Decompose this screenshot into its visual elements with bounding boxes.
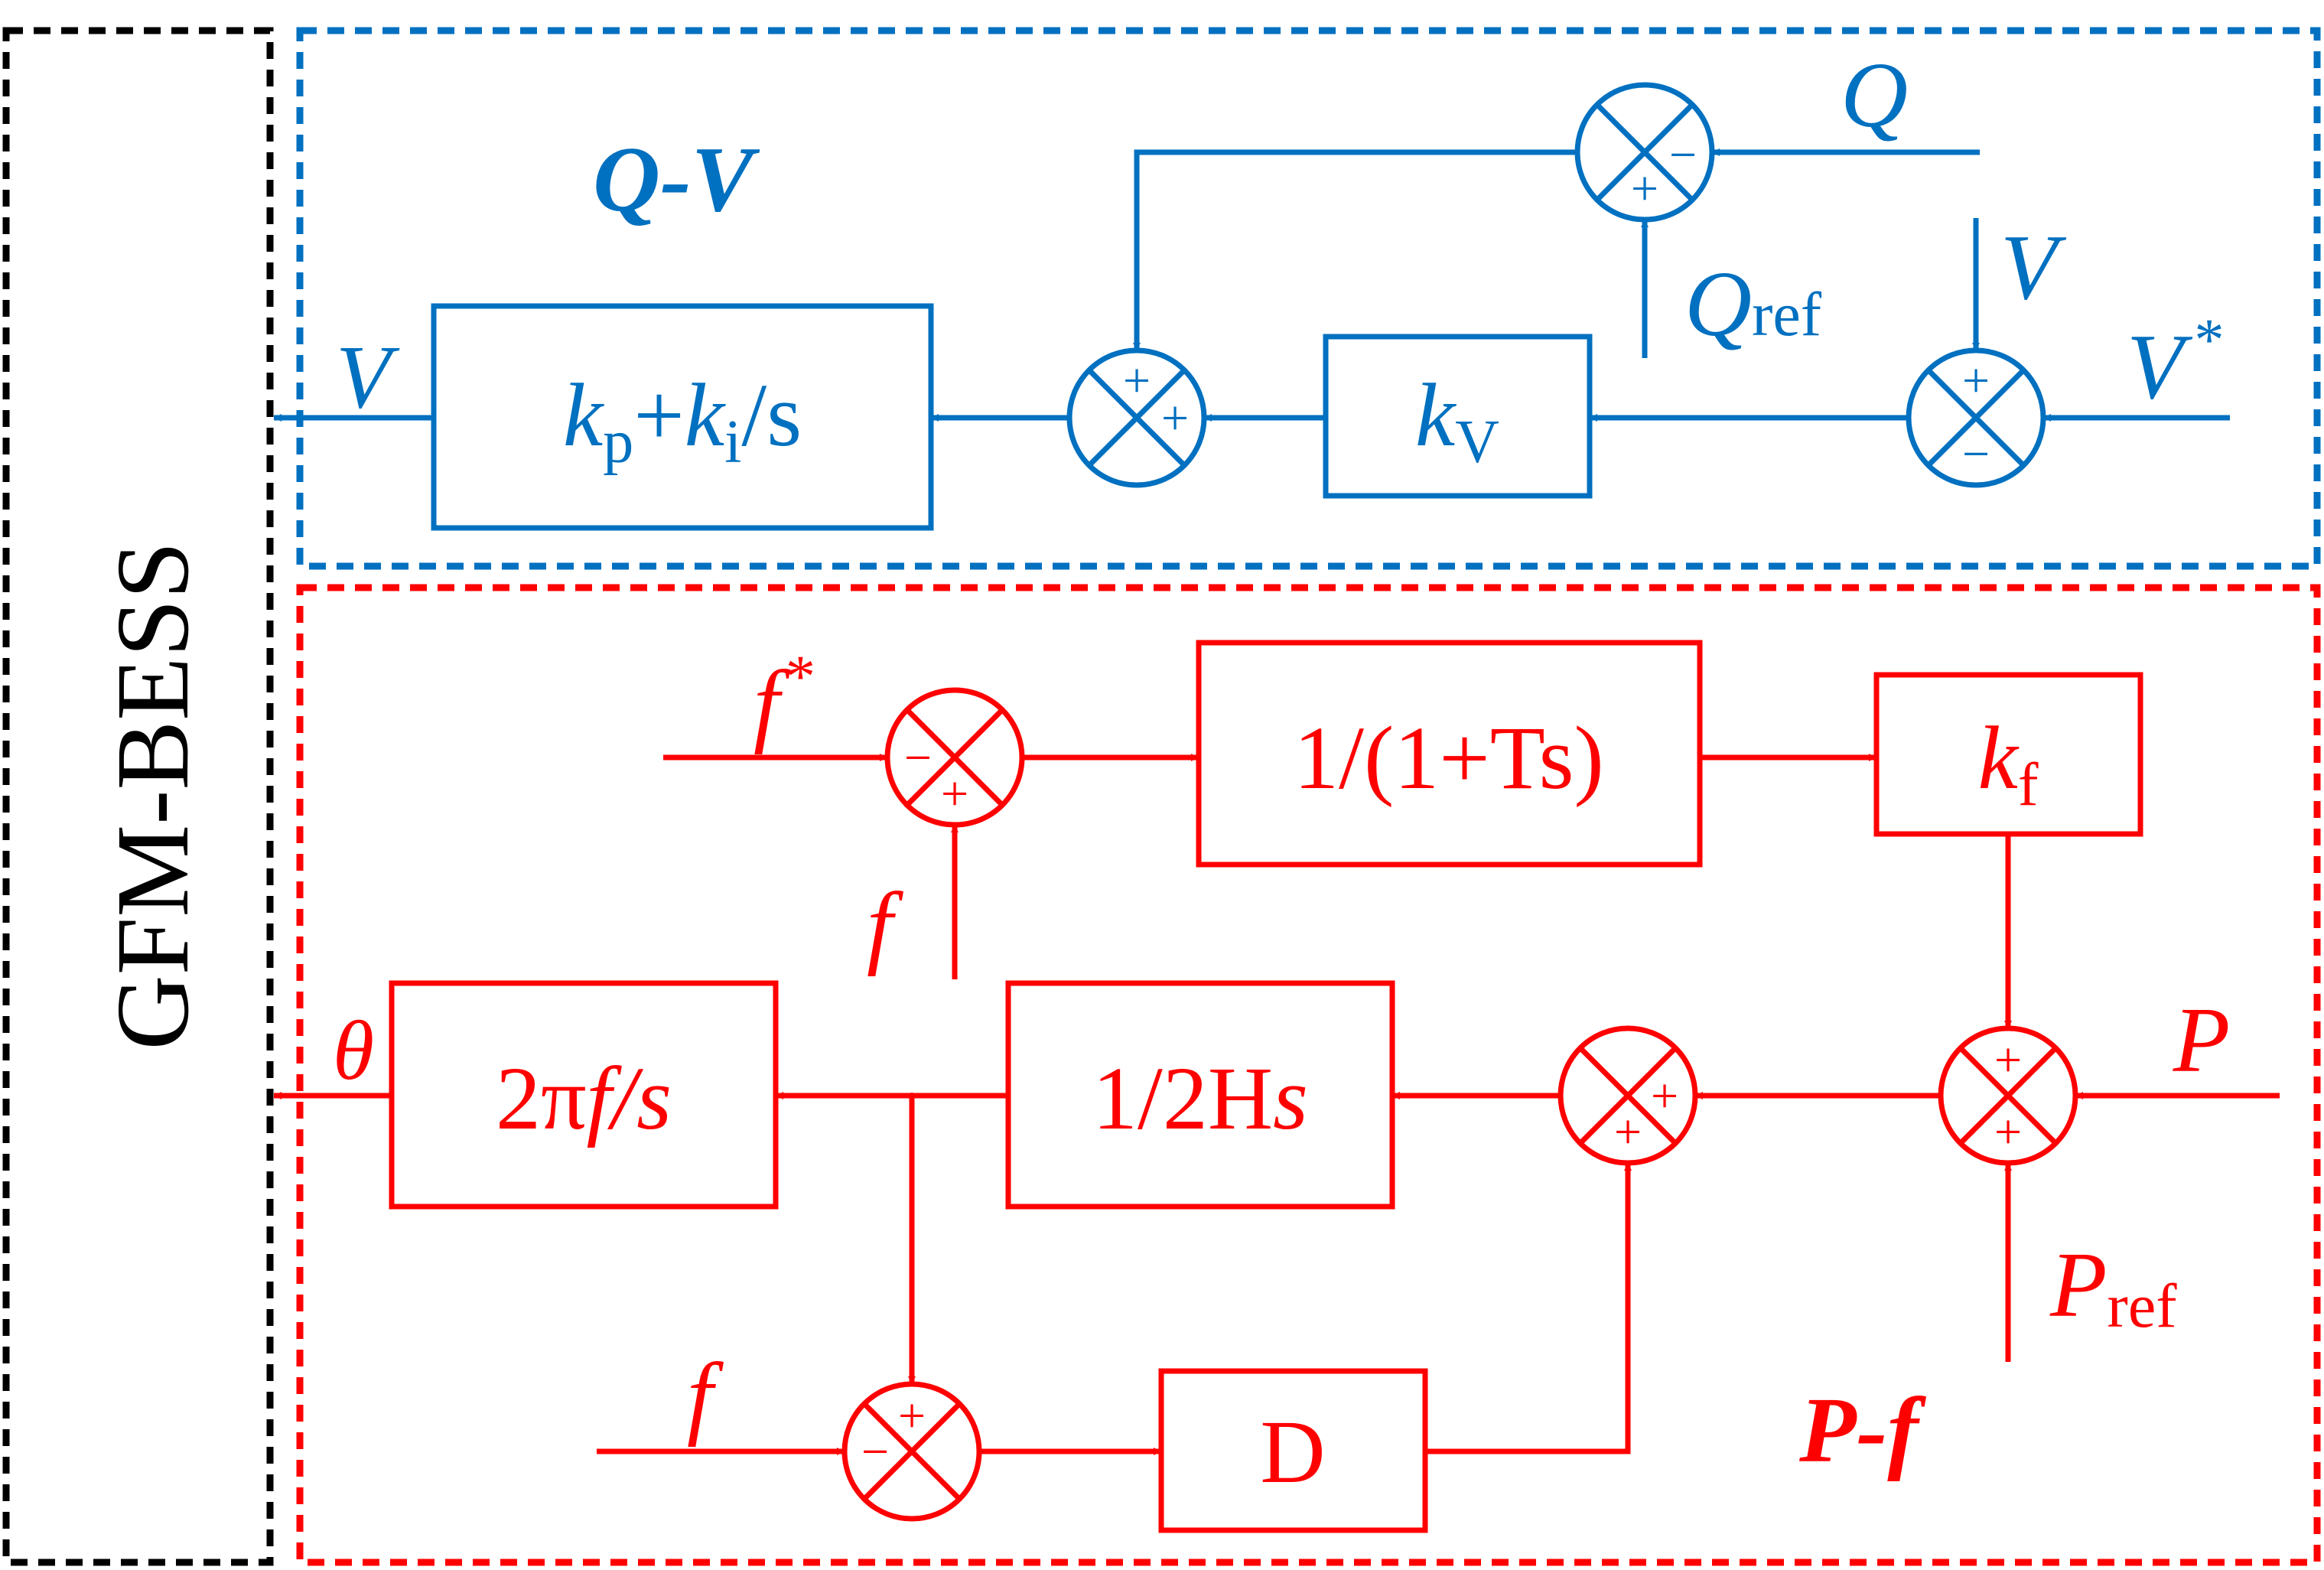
pf-frame [296, 584, 2321, 1566]
d-block-label: D [1260, 1402, 1325, 1502]
int-block-label: 2πf/s [496, 1048, 672, 1148]
kf-block-label: kf [1977, 708, 2038, 819]
pf-section [274, 640, 2280, 1533]
sign-p-top: + [1994, 1033, 2022, 1087]
sign-sum-top: + [1123, 353, 1151, 408]
qv-text: Q-V V kp+ki/s kV Q Qref V V* − + + + + − [336, 44, 2225, 481]
pi-block-label: kp+ki/s [563, 365, 802, 476]
qv-section [274, 82, 2230, 531]
branch-point [909, 1093, 915, 1099]
kv-block-label: kV [1415, 365, 1499, 476]
v-meas-label: V [2000, 216, 2067, 319]
q-error-line [1133, 149, 1577, 350]
sign-v-top: + [1962, 353, 1990, 408]
sign-fd-left: − [861, 1425, 889, 1479]
sign-sum-right: + [1161, 391, 1189, 445]
pf-text: P-f θ 2πf/s 1/2Hs 1/(1+Ts) kf D f* f f P… [333, 643, 2230, 1502]
v-output-label: V [336, 327, 400, 427]
side-label: GFM-BESS [96, 541, 210, 1050]
vref-label: V* [2127, 306, 2225, 419]
sign-f-bottom: + [941, 767, 968, 821]
qv-title: Q-V [593, 128, 760, 231]
pf-title: P-f [1798, 1379, 1926, 1482]
gfm-bess-frame [2, 27, 274, 1566]
qv-frame [296, 27, 2321, 570]
sign-mid-bottom: + [1614, 1105, 1642, 1159]
sign-f-left: − [904, 731, 932, 785]
f-meas-bottom-label: f [687, 1344, 724, 1448]
lp-block [1196, 640, 1703, 868]
d-out-line [1425, 1163, 1632, 1454]
pref-label: Pref [2049, 1233, 2177, 1340]
lp-block-label: 1/(1+Ts) [1294, 708, 1604, 808]
sign-mid-right: + [1651, 1069, 1678, 1123]
sign-fd-top: + [898, 1389, 926, 1443]
sign-v-bottom: − [1962, 427, 1990, 481]
f-meas-top-label: f [867, 874, 903, 977]
p-input-label: P [2173, 989, 2231, 1092]
fref-label: f* [754, 643, 815, 755]
h-block-label: 1/2Hs [1092, 1048, 1308, 1148]
qref-label: Qref [1684, 252, 1822, 356]
sign-q-bottom: + [1631, 161, 1658, 216]
sign-p-bottom: + [1994, 1105, 2022, 1159]
q-input-label: Q [1841, 44, 1908, 147]
theta-output-label: θ [333, 1004, 374, 1097]
sign-q-right: − [1669, 128, 1697, 182]
